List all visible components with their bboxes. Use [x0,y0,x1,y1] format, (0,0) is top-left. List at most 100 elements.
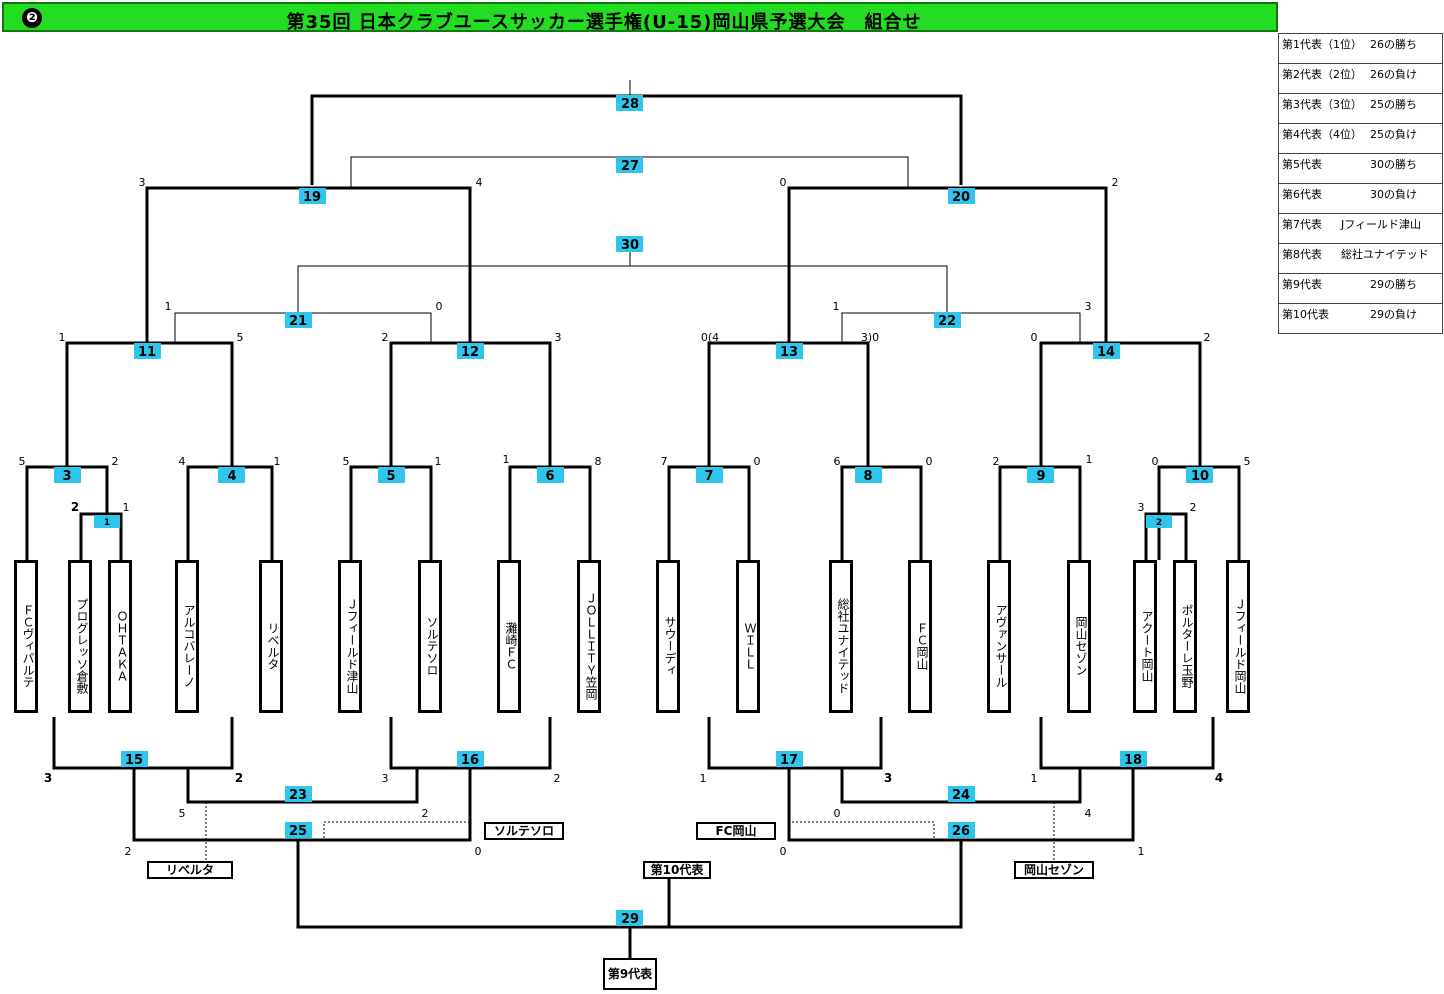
svg-text:23: 23 [289,788,307,803]
bracket-line [132,768,472,842]
svg-text:27: 27 [621,159,639,174]
score: 2 [125,845,132,858]
match-11[interactable]: 11 [134,343,161,360]
result-box-okayamasaison: 岡山セゾン [1014,861,1094,879]
team-box[interactable]: 灘崎ＦＣ [497,560,521,713]
bracket-line [1039,341,1202,467]
svg-text:3: 3 [62,469,71,484]
match-29[interactable]: 29 [616,910,643,927]
match-14[interactable]: 14 [1093,343,1120,360]
match-21[interactable]: 21 [285,312,312,329]
score: 0 [1031,331,1038,344]
svg-text:14: 14 [1097,345,1115,360]
match-27[interactable]: 27 [616,157,643,174]
bracket-line [65,341,234,467]
bracket-line [787,186,1108,342]
match-5[interactable]: 5 [378,467,405,484]
match-19[interactable]: 19 [299,188,326,205]
bracket-line [389,341,552,467]
match-25[interactable]: 25 [285,822,312,839]
match-18[interactable]: 18 [1120,751,1147,768]
match-6[interactable]: 6 [537,467,564,484]
legend-row: 第1代表（1位）26の勝ち [1279,34,1442,64]
team-box[interactable]: サウーディ [656,560,680,713]
match-30[interactable]: 30 [616,236,643,253]
team-box[interactable]: ＪＯＬＬＩＴＹ笠岡 [577,560,601,713]
svg-text:19: 19 [303,190,321,205]
qualifier-legend-table: 第1代表（1位）26の勝ち 第2代表（2位）26の負け 第3代表（3位）25の勝… [1278,33,1443,334]
result-box-dai9: 第9代表 [603,958,657,990]
svg-text:6: 6 [545,469,554,484]
score: 1 [274,455,281,468]
match-26[interactable]: 26 [948,822,975,839]
match-4[interactable]: 4 [218,467,245,484]
team-box[interactable]: プログレッソ倉敷 [68,560,92,713]
match-3[interactable]: 3 [54,467,81,484]
score: 2 [71,500,79,514]
match-10[interactable]: 10 [1186,467,1213,484]
team-box[interactable]: ＦＣ岡山 [908,560,932,713]
score: 1 [700,772,707,785]
team-box[interactable]: アヴァンサール [987,560,1011,713]
score: 0(4 [701,331,719,344]
team-box[interactable]: アクート岡山 [1133,560,1157,713]
team-box[interactable]: リベルタ [259,560,283,713]
section-number-badge: ❷ [22,8,42,28]
score: 4 [476,176,483,189]
legend-row: 第2代表（2位）26の負け [1279,64,1442,94]
result-box-liberta: リベルタ [147,861,233,879]
team-box[interactable]: Ｊフィールド岡山 [1226,560,1250,713]
team-box[interactable]: アルコバレーノ [175,560,199,713]
match-1[interactable]: 1 [94,515,120,528]
score: 1 [833,300,840,313]
score: 8 [595,455,602,468]
match-7[interactable]: 7 [696,467,723,484]
score: 1 [1086,453,1093,466]
match-20[interactable]: 20 [948,188,975,205]
match-2[interactable]: 2 [1146,515,1172,528]
team-box[interactable]: ＷＩＬＬ [736,560,760,713]
team-box[interactable]: ポルターレ玉野 [1173,560,1197,713]
svg-text:5: 5 [386,469,395,484]
team-box[interactable]: Ｊフィールド津山 [338,560,362,713]
score: 1 [123,501,130,514]
result-box-dai10: 第10代表 [643,861,711,879]
team-box[interactable]: 総社ユナイテッド [829,560,853,713]
bracket-line [789,821,935,838]
tournament-bracket: 28 27 19 20 30 21 22 11 12 13 14 3 4 5 6… [19,80,1251,958]
score: 1 [1138,845,1145,858]
score: 1 [1031,772,1038,785]
score: 3 [382,772,389,785]
score: 3 [1138,501,1145,514]
svg-text:16: 16 [461,753,479,768]
bracket-line [52,717,234,770]
svg-text:29: 29 [621,912,639,927]
score: 2 [554,772,561,785]
match-12[interactable]: 12 [457,343,484,360]
title-bar: ❷ 第35回 日本クラブユースサッカー選手権(U-15)岡山県予選大会 組合せ [2,2,1278,33]
match-15[interactable]: 15 [121,751,148,768]
match-28[interactable]: 28 [616,95,643,112]
svg-text:20: 20 [952,190,970,205]
match-24[interactable]: 24 [948,786,975,803]
match-16[interactable]: 16 [457,751,484,768]
svg-text:24: 24 [952,788,970,803]
match-13[interactable]: 13 [776,343,803,360]
match-9[interactable]: 9 [1027,467,1054,484]
score: 1 [165,300,172,313]
match-23[interactable]: 23 [285,786,312,803]
bracket-line [707,717,883,770]
score: 0 [436,300,443,313]
team-box[interactable]: 岡山セゾン [1067,560,1091,713]
match-22[interactable]: 22 [934,312,961,329]
score: 2 [1190,501,1197,514]
team-box[interactable]: ソルテソロ [418,560,442,713]
match-8[interactable]: 8 [855,467,882,484]
match-17[interactable]: 17 [776,751,803,768]
team-box[interactable]: ＯＨＴＡＫＡ [108,560,132,713]
score: 4 [1085,807,1092,820]
svg-text:28: 28 [621,97,639,112]
team-box[interactable]: ＦＣヴィパルテ [14,560,38,713]
bracket-line [79,512,123,560]
score: 2 [1204,331,1211,344]
